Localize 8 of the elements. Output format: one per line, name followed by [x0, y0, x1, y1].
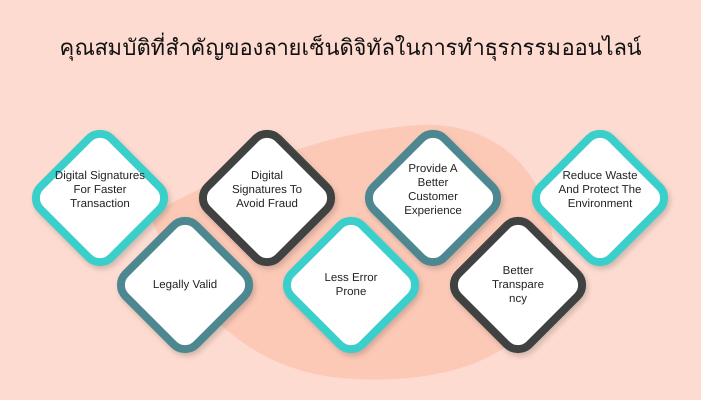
- card-text: Less Error Prone: [323, 271, 379, 299]
- card-text: Digital Signatures To Avoid Fraud: [231, 169, 303, 211]
- card-text: Digital Signatures For Faster Transaction: [54, 169, 146, 211]
- card-text: Better Transpare ncy: [491, 264, 545, 306]
- card-text: Reduce Waste And Protect The Environment: [558, 169, 642, 211]
- title: คุณสมบัติที่สำคัญของลายเซ็นดิจิทัลในการทำธุรกรรมออนไลน์: [0, 30, 701, 65]
- card-text: Provide A Better Customer Experience: [403, 162, 463, 218]
- card-text: Legally Valid: [152, 278, 218, 292]
